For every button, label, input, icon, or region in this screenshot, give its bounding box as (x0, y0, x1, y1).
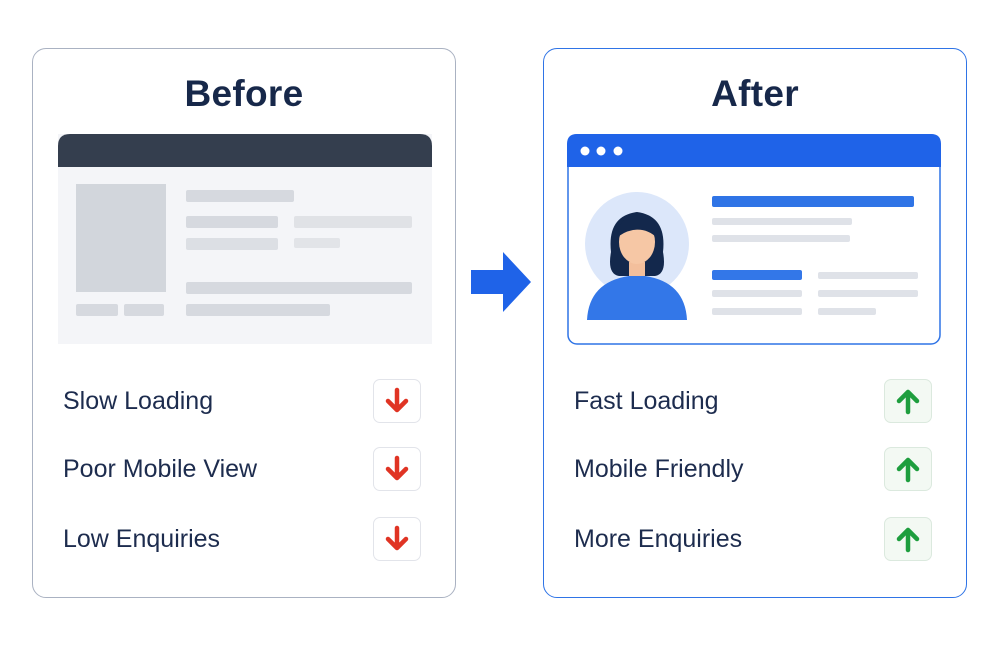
arrow-up-icon (884, 447, 932, 491)
user-avatar-icon (585, 192, 689, 320)
before-item-label: Low Enquiries (63, 524, 221, 553)
arrow-down-icon (373, 517, 421, 561)
arrow-down-icon (373, 379, 421, 423)
after-item-label: Mobile Friendly (574, 454, 744, 483)
after-card: After Fast Loading Mobile Frien (543, 48, 967, 598)
list-item: Low Enquiries (63, 516, 421, 562)
before-title: Before (184, 73, 304, 114)
after-item-label: More Enquiries (574, 524, 743, 553)
list-item: Mobile Friendly (574, 446, 932, 492)
list-item: Poor Mobile View (63, 446, 421, 492)
old-website-mockup (58, 134, 432, 344)
arrow-down-icon (373, 447, 421, 491)
arrow-up-icon (884, 379, 932, 423)
after-title: After (711, 73, 799, 114)
before-card: Before Slow Loading Poor Mobile View Low… (32, 48, 456, 598)
list-item: More Enquiries (574, 516, 932, 562)
arrow-up-icon (884, 517, 932, 561)
before-item-label: Slow Loading (63, 386, 214, 415)
list-item: Slow Loading (63, 378, 421, 424)
before-item-label: Poor Mobile View (63, 454, 258, 483)
after-item-label: Fast Loading (574, 386, 719, 415)
arrow-right-icon (471, 252, 531, 312)
list-item: Fast Loading (574, 378, 932, 424)
new-website-mockup (567, 134, 941, 345)
